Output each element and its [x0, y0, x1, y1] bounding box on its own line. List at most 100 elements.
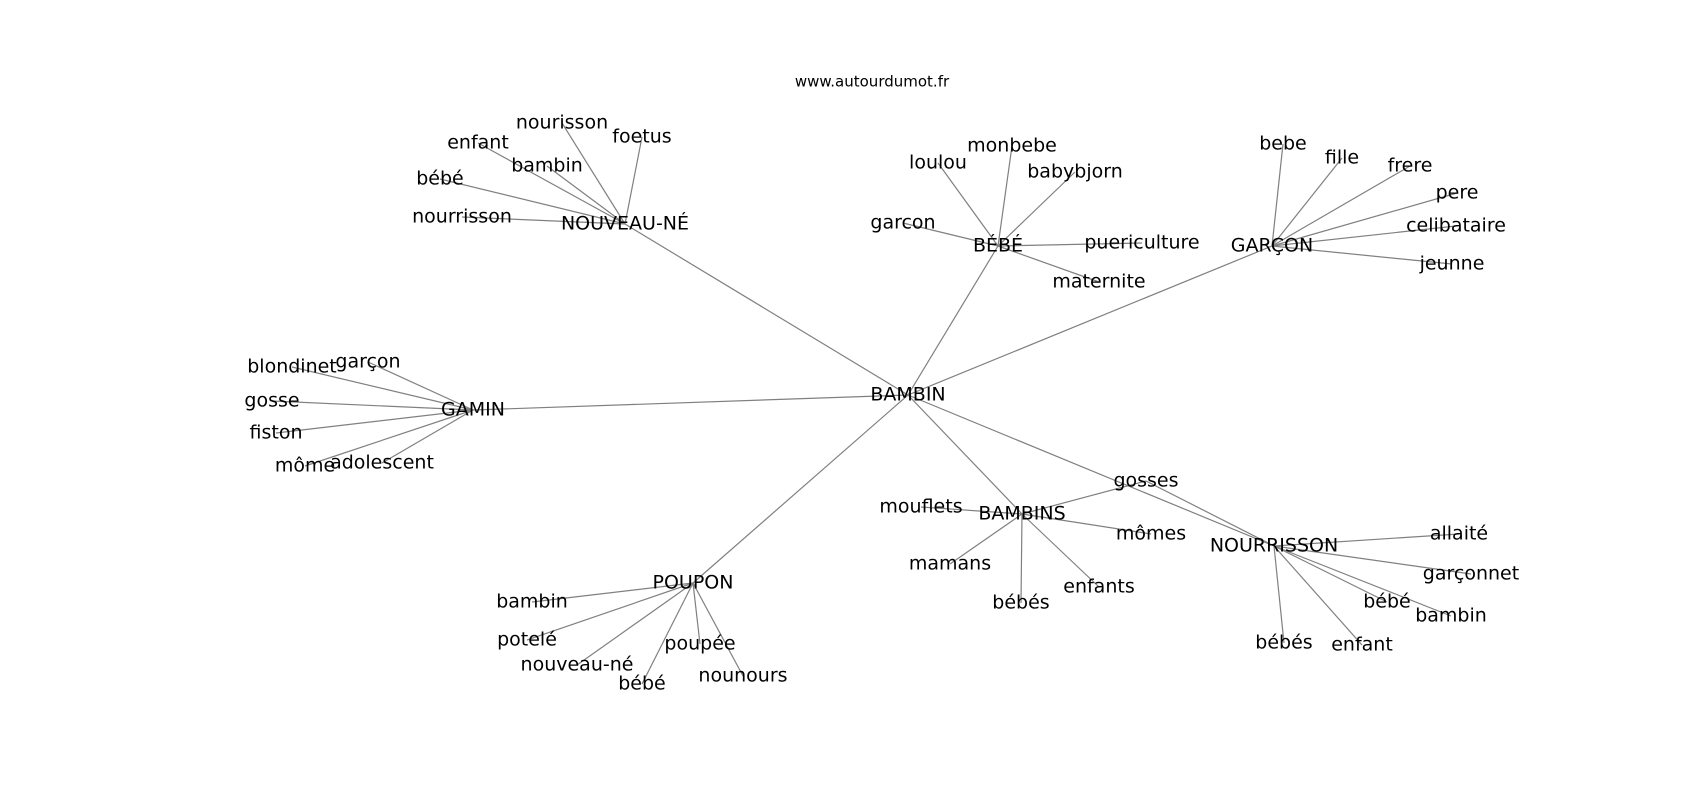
edge-bambins-word-5: [1021, 480, 1147, 515]
edge-center-nouveau-ne: [624, 223, 909, 396]
edge-nourrisson-word-3: [1273, 545, 1388, 603]
edge-center-poupon: [692, 394, 909, 584]
word-node-bambins-1[interactable]: mamans: [909, 553, 991, 575]
word-node-nouveau-ne-0[interactable]: nourrisson: [412, 206, 512, 228]
word-node-poupon-2[interactable]: nouveau-né: [521, 654, 634, 676]
word-node-bambins-5[interactable]: gosses: [1113, 470, 1178, 492]
labels-layer: BAMBINNOUVEAU-NÉnourrissonbébéenfantbamb…: [244, 112, 1519, 695]
edge-bebe-word-0: [902, 222, 999, 247]
edge-garcon-word-0: [1271, 143, 1284, 247]
edge-bambins-word-0: [920, 506, 1023, 515]
edge-bebe-word-4: [997, 242, 1143, 247]
word-node-poupon-3[interactable]: bébé: [618, 673, 666, 695]
word-node-bebe-3[interactable]: babybjorn: [1027, 161, 1123, 183]
edge-gamin-word-1: [367, 361, 474, 411]
edge-nouveau-ne-word-2: [477, 142, 626, 225]
word-node-gamin-3[interactable]: fiston: [250, 422, 303, 444]
hub-node-gamin[interactable]: GAMIN: [441, 399, 505, 421]
edge-garcon-word-3: [1271, 192, 1458, 247]
edge-poupon-word-0: [531, 582, 694, 603]
word-node-garcon-1[interactable]: fille: [1325, 147, 1359, 169]
hub-node-bambins[interactable]: BAMBINS: [978, 503, 1065, 525]
word-node-bambins-4[interactable]: mômes: [1116, 523, 1186, 545]
word-node-nouveau-ne-5[interactable]: foetus: [612, 126, 671, 148]
word-node-bebe-4[interactable]: puericulture: [1084, 232, 1199, 254]
edge-nourrisson-word-2: [1273, 545, 1472, 575]
word-node-gamin-4[interactable]: môme: [275, 455, 335, 477]
edge-bambins-word-3: [1021, 513, 1100, 588]
edge-gamin-word-3: [275, 409, 474, 434]
word-node-gamin-5[interactable]: adolescent: [330, 452, 434, 474]
word-node-garcon-5[interactable]: jeunne: [1419, 253, 1485, 275]
edge-bebe-word-3: [997, 171, 1076, 247]
word-node-nourrisson-1[interactable]: allaité: [1430, 523, 1488, 545]
word-node-garcon-4[interactable]: celibataire: [1406, 215, 1506, 237]
edge-nouveau-ne-word-1: [439, 178, 626, 225]
edge-bambins-word-4: [1021, 513, 1152, 535]
word-node-nourrisson-2[interactable]: garçonnet: [1423, 563, 1519, 585]
word-node-nouveau-ne-2[interactable]: enfant: [447, 132, 509, 154]
word-node-bambins-2[interactable]: bébés: [992, 592, 1049, 614]
word-node-gamin-0[interactable]: blondinet: [247, 356, 337, 378]
edge-gamin-word-0: [291, 366, 474, 411]
edge-garcon-word-2: [1271, 165, 1411, 247]
edge-poupon-word-4: [692, 582, 701, 645]
edge-center-nourrisson: [907, 394, 1275, 547]
word-node-nourrisson-4[interactable]: bambin: [1415, 605, 1487, 627]
word-node-nouveau-ne-1[interactable]: bébé: [416, 168, 464, 190]
word-node-bebe-0[interactable]: garcon: [870, 212, 935, 234]
edge-garcon-word-5: [1271, 245, 1453, 265]
edge-nourrisson-word-1: [1273, 533, 1460, 547]
hub-node-poupon[interactable]: POUPON: [653, 572, 734, 594]
edge-poupon-word-2: [576, 582, 694, 666]
hub-node-bebe[interactable]: BÉBÉ: [973, 234, 1023, 257]
edge-bambins-word-2: [1020, 513, 1023, 604]
word-node-poupon-4[interactable]: poupée: [664, 633, 735, 655]
edge-poupon-word-5: [692, 582, 744, 677]
word-node-poupon-1[interactable]: potelé: [497, 629, 557, 651]
edge-nourrisson-word-4: [1273, 545, 1452, 617]
word-node-bebe-5[interactable]: maternite: [1052, 271, 1145, 293]
hub-node-nourrisson[interactable]: NOURRISSON: [1210, 535, 1338, 557]
word-node-nourrisson-3[interactable]: bébé: [1363, 591, 1411, 613]
word-node-poupon-5[interactable]: nounours: [698, 665, 787, 687]
word-node-bebe-2[interactable]: monbebe: [967, 135, 1057, 157]
word-node-nourrisson-5[interactable]: enfant: [1331, 634, 1393, 656]
edge-nouveau-ne-word-0: [461, 216, 626, 225]
edges-layer: [271, 122, 1472, 685]
word-node-garcon-2[interactable]: frere: [1388, 155, 1433, 177]
word-node-nouveau-ne-4[interactable]: nourisson: [516, 112, 608, 134]
site-watermark: www.autourdumot.fr: [795, 73, 950, 91]
edge-nouveau-ne-word-3: [546, 165, 626, 225]
word-node-gamin-1[interactable]: garçon: [335, 351, 400, 373]
edge-center-bebe: [907, 245, 999, 396]
edge-gamin-word-5: [381, 409, 474, 464]
word-node-bambins-3[interactable]: enfants: [1063, 576, 1134, 598]
edge-nouveau-ne-word-5: [624, 136, 643, 225]
word-node-poupon-0[interactable]: bambin: [496, 591, 568, 613]
hub-node-garcon[interactable]: GARÇON: [1231, 235, 1313, 257]
edge-center-gamin: [472, 394, 909, 411]
edge-garcon-word-4: [1271, 225, 1457, 247]
center-node[interactable]: BAMBIN: [870, 384, 945, 406]
hub-node-nouveau-ne[interactable]: NOUVEAU-NÉ: [561, 212, 689, 235]
edge-bambins-word-1: [949, 513, 1023, 565]
edge-center-garcon: [907, 245, 1273, 396]
edge-gamin-word-2: [271, 400, 474, 411]
word-node-nourrisson-6[interactable]: bébés: [1255, 632, 1312, 654]
word-node-bambins-0[interactable]: mouflets: [879, 496, 962, 518]
edge-center-bambins: [907, 394, 1023, 515]
word-node-garcon-0[interactable]: bebe: [1259, 133, 1307, 155]
edge-poupon-word-1: [526, 582, 694, 641]
edge-nourrisson-word-0: [1145, 480, 1275, 547]
edge-nourrisson-word-5: [1273, 545, 1363, 646]
edge-bebe-word-2: [997, 145, 1013, 247]
word-node-gamin-2[interactable]: gosse: [244, 390, 299, 412]
edge-nourrisson-word-6: [1273, 545, 1285, 644]
word-node-garcon-3[interactable]: pere: [1436, 182, 1479, 204]
word-node-nouveau-ne-3[interactable]: bambin: [511, 155, 583, 177]
edge-poupon-word-3: [641, 582, 694, 685]
edge-bebe-word-1: [937, 162, 999, 247]
edge-gamin-word-4: [304, 409, 474, 467]
word-node-bebe-1[interactable]: loulou: [909, 152, 967, 174]
